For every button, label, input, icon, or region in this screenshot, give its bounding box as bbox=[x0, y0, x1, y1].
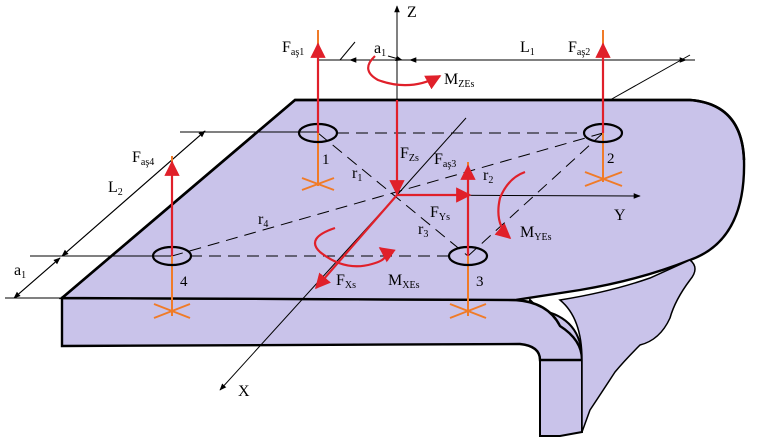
label-fas3: Faş3 bbox=[434, 151, 456, 170]
plate-break-edge bbox=[558, 259, 696, 433]
label-mxes: MXEs bbox=[388, 272, 420, 291]
label-fas4: Faş4 bbox=[132, 149, 154, 168]
dim-a1-top: a1 bbox=[374, 40, 386, 59]
dim-a1-left: a1 bbox=[14, 262, 26, 281]
moment-myes-arc bbox=[494, 170, 526, 240]
bolt-number-4: 4 bbox=[180, 274, 188, 290]
moment-mzes-arc bbox=[367, 55, 442, 90]
force-fxs-arrow bbox=[314, 194, 398, 290]
bolt-number-1: 1 bbox=[322, 152, 330, 168]
plate-top-surface bbox=[58, 98, 746, 302]
label-myes: MYEs bbox=[520, 224, 552, 243]
label-fas2: Faş2 bbox=[568, 39, 590, 58]
label-fas1: Faş1 bbox=[282, 39, 304, 58]
label-fxs: FXs bbox=[336, 272, 356, 291]
label-fys: FYs bbox=[430, 204, 450, 223]
plate bbox=[58, 98, 746, 437]
radius-r2: r2 bbox=[483, 167, 493, 186]
y-axis-label: Y bbox=[614, 207, 626, 224]
label-mzes: MZEs bbox=[444, 71, 474, 90]
moment-mxes-arc bbox=[313, 226, 396, 268]
bolt-number-3: 3 bbox=[476, 274, 484, 290]
radius-r1: r1 bbox=[352, 165, 362, 184]
moment-labels: MZEs MYEs MXEs bbox=[388, 71, 552, 291]
dim-L2: L2 bbox=[108, 179, 123, 198]
x-axis-label: X bbox=[238, 383, 250, 400]
radius-r3: r3 bbox=[418, 221, 428, 240]
radius-r4: r4 bbox=[258, 211, 268, 230]
bolt-numbers: 1 2 3 4 bbox=[180, 151, 615, 290]
z-axis-label: Z bbox=[407, 4, 417, 21]
force-arrows bbox=[164, 42, 611, 290]
bolt-number-2: 2 bbox=[607, 151, 615, 167]
radius-labels: r1 r2 r3 r4 bbox=[258, 165, 493, 240]
force-labels: Faş1 Faş2 Faş3 Faş4 FZs FYs FXs bbox=[132, 39, 590, 291]
label-fzs: FZs bbox=[400, 145, 419, 164]
dimensions bbox=[5, 40, 695, 299]
plate-front-face bbox=[60, 296, 584, 362]
dimension-labels: a1 L1 L2 a1 bbox=[14, 39, 535, 281]
dim-L1: L1 bbox=[520, 39, 535, 58]
